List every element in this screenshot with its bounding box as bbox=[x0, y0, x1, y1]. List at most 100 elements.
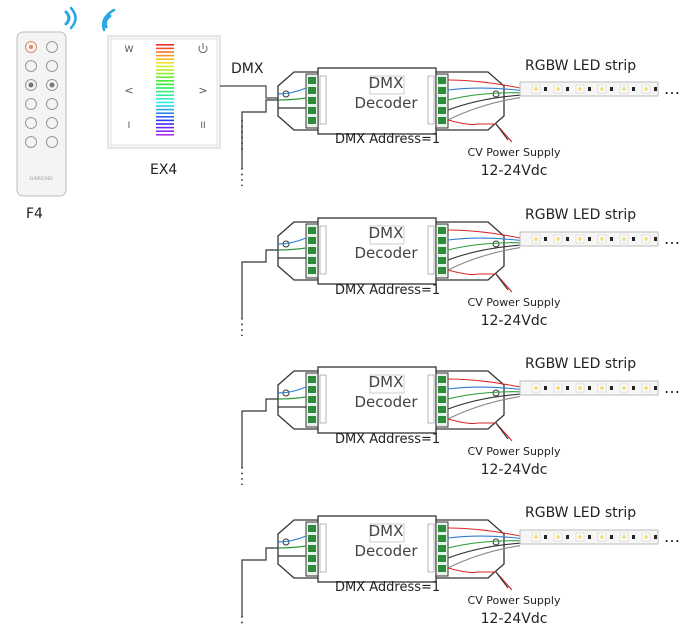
terminal-screw bbox=[308, 267, 316, 274]
resistor bbox=[588, 535, 591, 539]
output-legend bbox=[427, 523, 435, 573]
led-dot bbox=[621, 236, 627, 242]
output-legend bbox=[427, 374, 435, 424]
terminal-screw bbox=[308, 386, 316, 393]
decoder-unit: … bbox=[241, 67, 680, 186]
power-icon bbox=[198, 43, 208, 54]
wireless-signal-icon bbox=[64, 6, 77, 30]
output-wire bbox=[447, 97, 521, 121]
output-wire bbox=[447, 79, 521, 89]
terminal-screw bbox=[308, 555, 316, 562]
led-dot bbox=[533, 86, 539, 92]
resistor bbox=[566, 237, 569, 241]
resistor bbox=[654, 386, 657, 390]
terminal-screw bbox=[438, 77, 446, 84]
dmx-address: DMX Address=1 bbox=[335, 432, 441, 447]
dmx-address: DMX Address=1 bbox=[335, 132, 441, 147]
input-legend bbox=[319, 225, 327, 275]
resistor bbox=[632, 237, 635, 241]
output-wire bbox=[447, 545, 521, 569]
decoder-title: DMX bbox=[368, 224, 404, 242]
resistor bbox=[566, 535, 569, 539]
decoder-subtitle: Decoder bbox=[354, 542, 418, 560]
panel-key-left: < bbox=[124, 84, 133, 97]
dmx-bus bbox=[241, 249, 278, 318]
led-dot bbox=[599, 385, 605, 391]
led-dot bbox=[599, 86, 605, 92]
output-wire bbox=[447, 247, 521, 271]
dmx-wire bbox=[277, 247, 307, 251]
terminal-screw bbox=[438, 396, 446, 403]
terminal-screw bbox=[438, 267, 446, 274]
resistor bbox=[566, 386, 569, 390]
led-strip-label: RGBW LED strip bbox=[525, 58, 637, 74]
terminal-screw bbox=[308, 406, 316, 413]
panel-label: EX4 bbox=[150, 162, 178, 178]
terminal-screw bbox=[438, 247, 446, 254]
led-dot bbox=[643, 236, 649, 242]
output-wire bbox=[447, 244, 521, 261]
resistor bbox=[610, 535, 613, 539]
resistor bbox=[566, 87, 569, 91]
terminal-screw bbox=[438, 416, 446, 423]
output-wire bbox=[447, 542, 521, 559]
decoder-unit: … bbox=[241, 217, 680, 336]
led-dot bbox=[577, 236, 583, 242]
decoder-subtitle: Decoder bbox=[354, 94, 418, 112]
resistor bbox=[632, 386, 635, 390]
dmx-wire bbox=[277, 386, 307, 394]
dmx-wire bbox=[277, 396, 307, 400]
power-wire bbox=[495, 571, 509, 589]
color-wheel-slider bbox=[156, 44, 174, 136]
output-wire bbox=[447, 237, 521, 241]
continuation-dots: … bbox=[664, 79, 680, 98]
output-wire bbox=[447, 92, 521, 101]
led-dot bbox=[643, 385, 649, 391]
dmx-address: DMX Address=1 bbox=[335, 283, 441, 298]
panel-key-right: > bbox=[198, 84, 207, 97]
terminal-screw bbox=[308, 87, 316, 94]
led-dot bbox=[577, 86, 583, 92]
terminal-screw bbox=[438, 237, 446, 244]
power-wire bbox=[447, 119, 496, 126]
power-wire bbox=[495, 123, 509, 141]
terminal-screw bbox=[308, 525, 316, 532]
output-wire bbox=[447, 391, 521, 400]
led-dot bbox=[621, 86, 627, 92]
input-legend bbox=[319, 374, 327, 424]
output-wire bbox=[447, 87, 521, 91]
terminal-screw bbox=[438, 525, 446, 532]
dmx-wire bbox=[277, 97, 307, 101]
output-wire bbox=[447, 242, 521, 251]
terminal-screw bbox=[308, 247, 316, 254]
dmx-cable bbox=[220, 85, 278, 99]
terminal-screw bbox=[308, 416, 316, 423]
led-strip-label: RGBW LED strip bbox=[525, 505, 637, 521]
dmx-wire bbox=[277, 535, 307, 543]
wireless-signal-icon bbox=[101, 8, 116, 32]
input-legend bbox=[319, 75, 327, 125]
output-wire bbox=[447, 527, 521, 537]
led-dot bbox=[577, 385, 583, 391]
decoder-body bbox=[317, 515, 437, 583]
output-wire bbox=[447, 94, 521, 111]
output-legend bbox=[427, 225, 435, 275]
power-wire bbox=[447, 418, 496, 425]
resistor bbox=[654, 535, 657, 539]
panel-key-white: W bbox=[125, 45, 134, 55]
resistor bbox=[654, 237, 657, 241]
resistor bbox=[544, 237, 547, 241]
led-dot bbox=[555, 86, 561, 92]
decoder-title: DMX bbox=[368, 373, 404, 391]
dmx-wire bbox=[277, 87, 307, 95]
resistor bbox=[610, 386, 613, 390]
led-dot bbox=[555, 385, 561, 391]
output-wire bbox=[447, 378, 521, 388]
title-box bbox=[369, 374, 405, 394]
dmx-wire bbox=[277, 545, 307, 549]
output-wire bbox=[447, 393, 521, 410]
continuation-dots: … bbox=[664, 527, 680, 546]
decoder-unit: … bbox=[241, 366, 680, 485]
